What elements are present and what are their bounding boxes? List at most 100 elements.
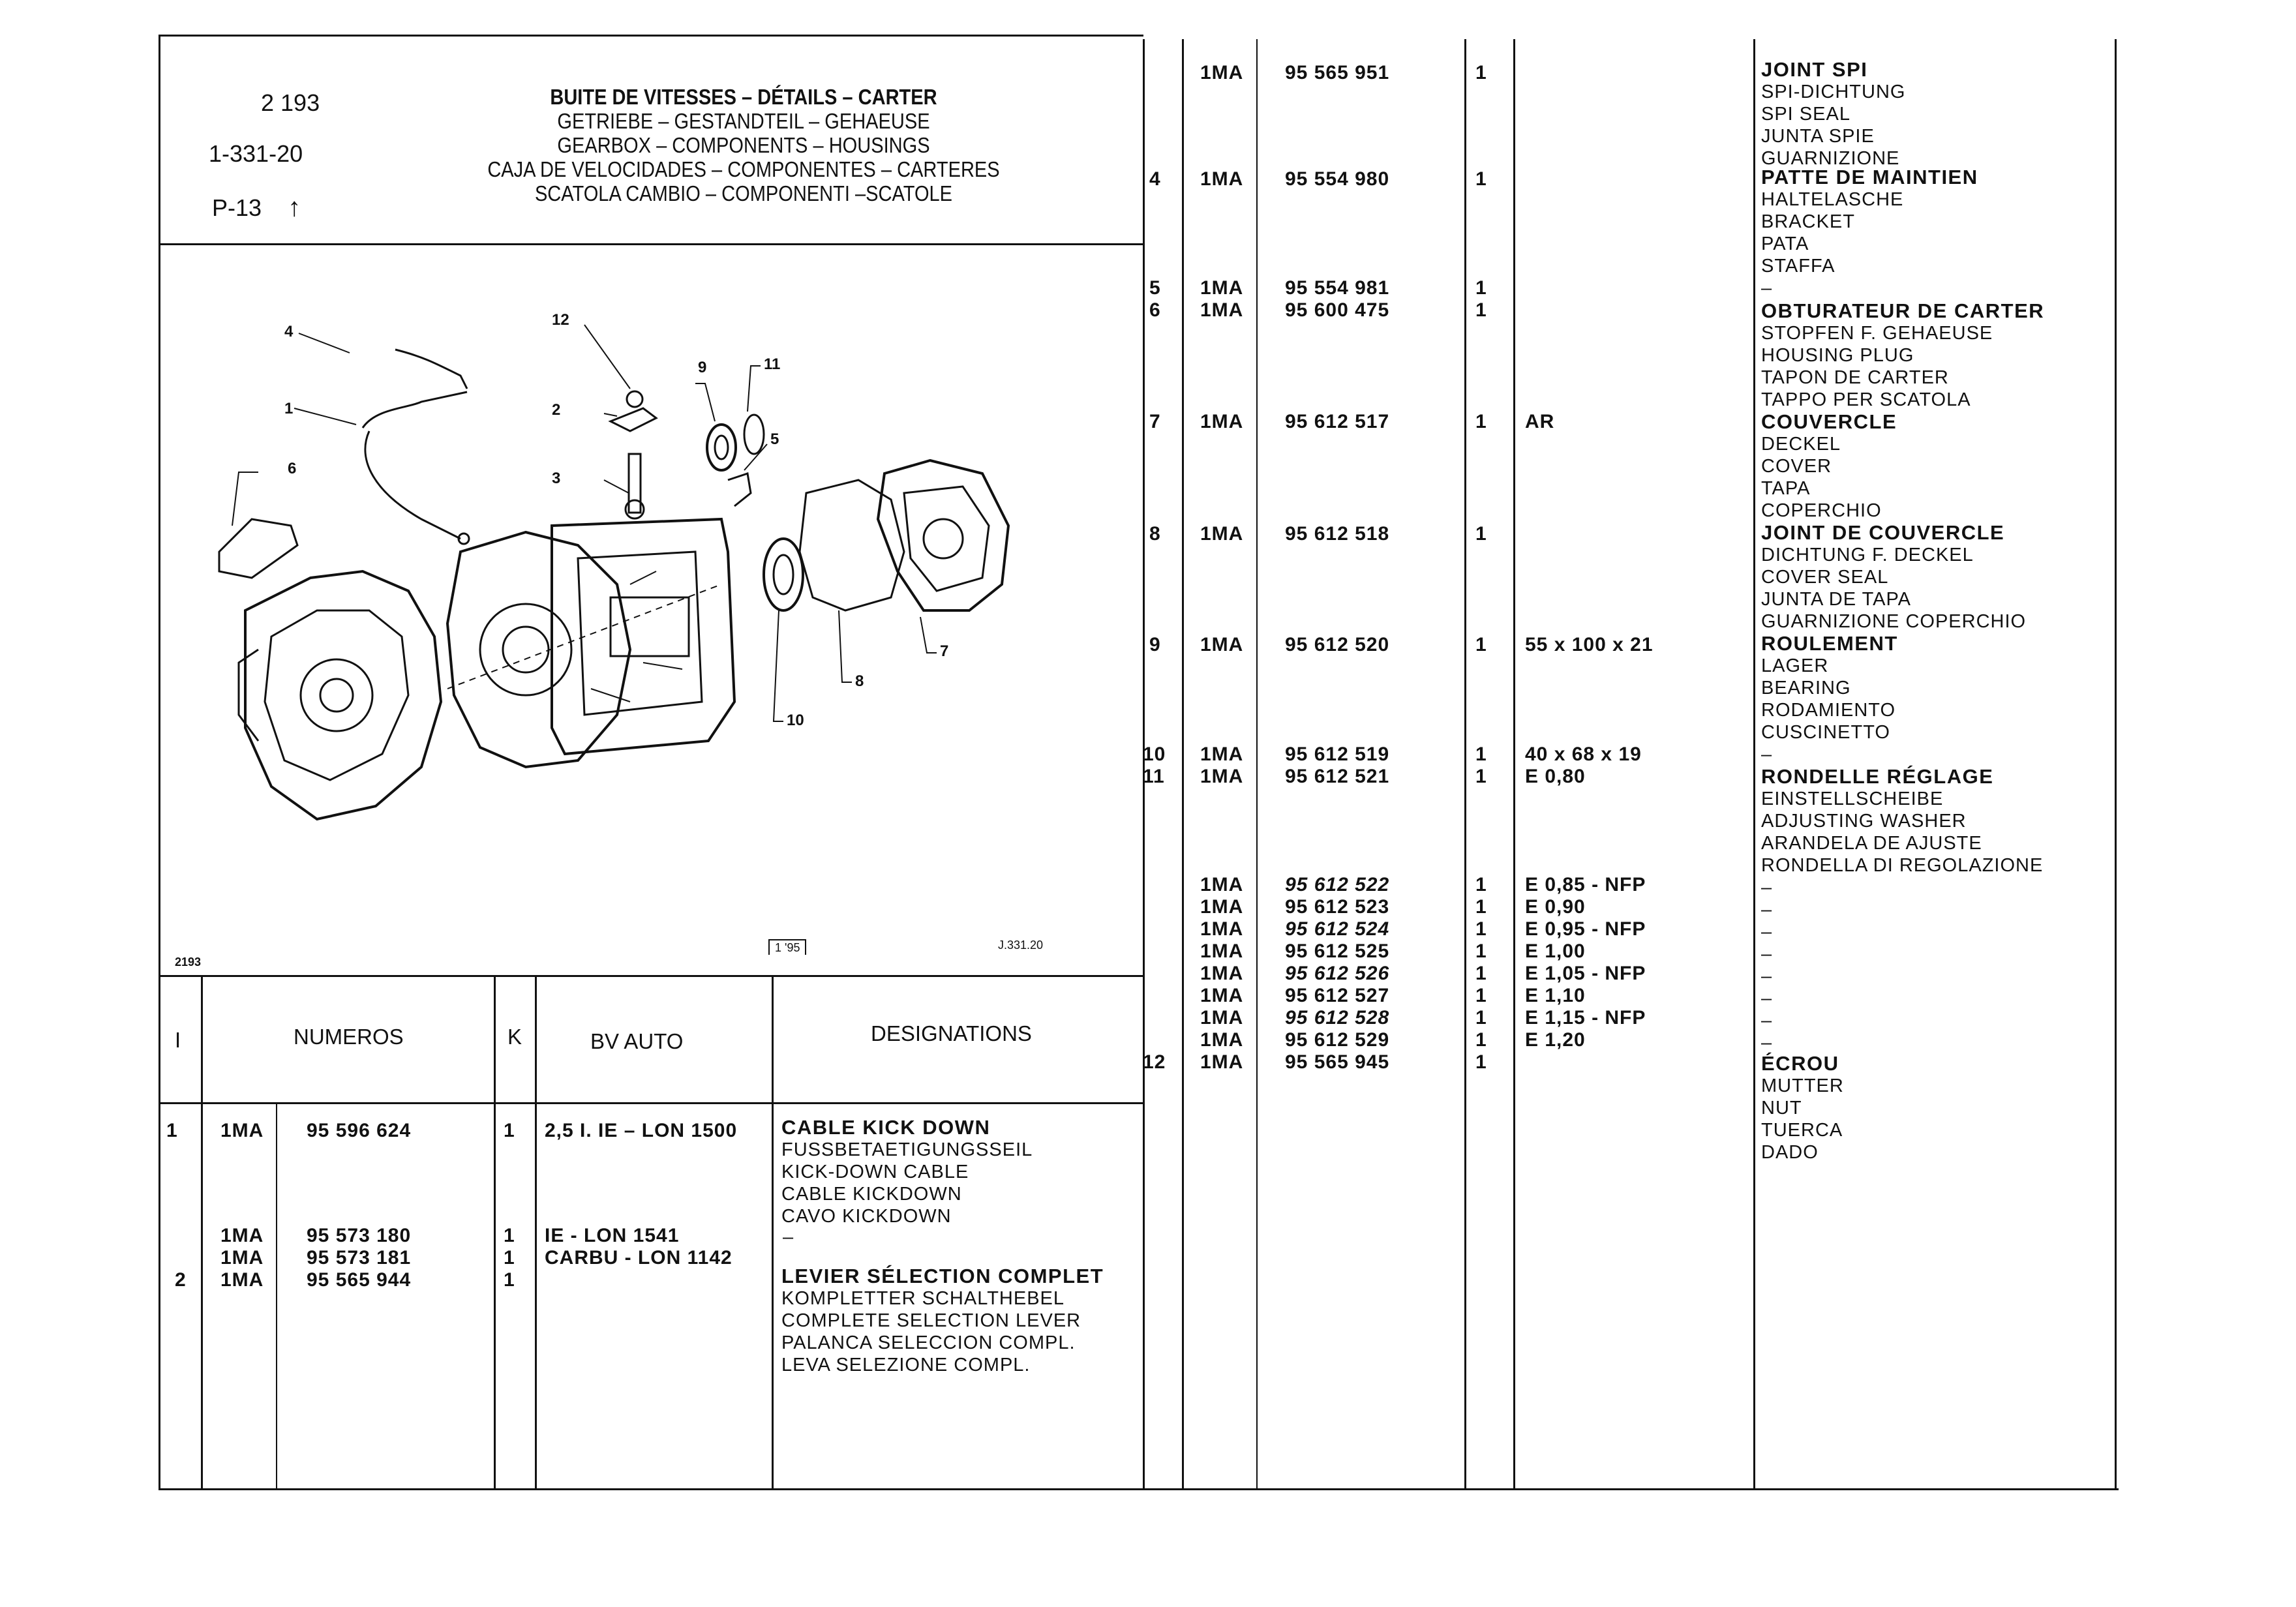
- col-header-bv-auto: BV AUTO: [590, 1029, 684, 1053]
- callout-9: 9: [698, 359, 706, 376]
- callout-12: 12: [552, 311, 569, 329]
- row-qty: 1: [1475, 896, 1487, 918]
- frame-top: [159, 35, 1143, 37]
- left-col-3: [494, 975, 496, 1490]
- row-spec: E 1,10: [1525, 985, 1586, 1006]
- designation-cable-kick-down: CABLE KICK DOWN FUSSBETAETIGUNGSSEIL KIC…: [781, 1116, 1033, 1227]
- callout-10: 10: [787, 712, 804, 729]
- row-prefix: 1MA: [1200, 523, 1244, 545]
- row-prefix: 1MA: [1200, 634, 1244, 655]
- row-qty: 1: [504, 1247, 515, 1269]
- page-number: 2 193: [261, 89, 320, 116]
- designation-patte-maintien: PATTE DE MAINTIEN HALTELASCHE BRACKET PA…: [1761, 166, 1978, 299]
- row-spec: E 0,85 - NFP: [1525, 874, 1646, 895]
- designation-selection-lever: LEVIER SÉLECTION COMPLET KOMPLETTER SCHA…: [781, 1265, 1104, 1376]
- row-spec: 40 x 68 x 19: [1525, 743, 1642, 765]
- header-divider: [159, 243, 1143, 245]
- designation-washer-dashes: – – – – – – – –: [1761, 877, 1773, 1053]
- row-prefix: 1MA: [1200, 743, 1244, 765]
- col-header-item: I: [175, 1028, 181, 1052]
- right-edge: [2115, 39, 2117, 1490]
- row-number: 95 612 526: [1285, 963, 1390, 984]
- figure-ref-code: J.331.20: [998, 939, 1044, 952]
- row-qty: 1: [1475, 874, 1487, 895]
- row-prefix: 1MA: [1200, 918, 1244, 940]
- group-code: 1-331-20: [209, 140, 303, 167]
- title-en: GEARBOX – COMPONENTS – HOUSINGS: [557, 133, 930, 157]
- row-prefix: 1MA: [1200, 411, 1244, 432]
- row-number: 95 612 520: [1285, 634, 1390, 655]
- row-number: 95 612 521: [1285, 766, 1390, 787]
- row-qty: 1: [504, 1120, 515, 1141]
- title-es: CAJA DE VELOCIDADES – COMPONENTES – CART…: [487, 157, 1000, 181]
- row-item: 1: [166, 1120, 178, 1141]
- row-spec: AR: [1525, 411, 1555, 432]
- callout-2: 2: [552, 401, 560, 419]
- callout-1: 1: [284, 400, 293, 417]
- row-number: 95 612 518: [1285, 523, 1390, 545]
- row-spec: E 0,80: [1525, 766, 1586, 787]
- row-item: 12: [1143, 1051, 1166, 1073]
- row-item: 9: [1149, 634, 1161, 655]
- row-qty: 1: [504, 1269, 515, 1291]
- section-titles: BUITE DE VITESSES – DÉTAILS – CARTER GET…: [411, 85, 1077, 205]
- row-spec: CARBU - LON 1142: [545, 1247, 733, 1269]
- gearbox-exploded-drawing: 4 1 12 2 3 9 11 5 6 7 8 10: [218, 311, 1010, 821]
- row-prefix: 1MA: [1200, 766, 1244, 787]
- row-item: 2: [175, 1269, 187, 1291]
- row-number: 95 565 944: [307, 1269, 412, 1291]
- title-it: SCATOLA CAMBIO – COMPONENTI –SCATOLE: [534, 181, 953, 205]
- row-prefix: 1MA: [220, 1120, 264, 1141]
- row-number: 95 573 181: [307, 1247, 412, 1269]
- row-qty: 1: [1475, 523, 1487, 545]
- row-prefix: 1MA: [1200, 985, 1244, 1006]
- row-number: 95 596 624: [307, 1120, 412, 1141]
- right-col-1: [1182, 39, 1184, 1490]
- row-qty: 1: [1475, 985, 1487, 1006]
- row-prefix: 1MA: [1200, 963, 1244, 984]
- row-number: 95 565 951: [1285, 62, 1390, 83]
- row-qty: 1: [1475, 1051, 1487, 1073]
- col-header-k: K: [507, 1025, 522, 1049]
- callout-8: 8: [855, 672, 864, 690]
- plate-label: P-13: [212, 194, 262, 221]
- row-item: 10: [1143, 743, 1166, 765]
- row-item: 11: [1143, 766, 1165, 787]
- row-qty: 1: [504, 1225, 515, 1246]
- row-spec: 55 x 100 x 21: [1525, 634, 1654, 655]
- row-qty: 1: [1475, 940, 1487, 962]
- row-prefix: 1MA: [1200, 62, 1244, 83]
- row-prefix: 1MA: [1200, 1029, 1244, 1051]
- left-col-2: [276, 1102, 277, 1490]
- row-spec: E 1,00: [1525, 940, 1586, 962]
- row-prefix: 1MA: [1200, 874, 1244, 895]
- col-header-numeros: NUMEROS: [294, 1025, 404, 1049]
- row-number: 95 612 529: [1285, 1029, 1390, 1051]
- row-prefix: 1MA: [1200, 1007, 1244, 1029]
- row-prefix: 1MA: [1200, 299, 1244, 321]
- title-de: GETRIEBE – GESTANDTEIL – GEHAEUSE: [557, 109, 930, 133]
- row-prefix: 1MA: [1200, 1051, 1244, 1073]
- designation-joint-spi: JOINT SPI SPI-DICHTUNG SPI SEAL JUNTA SP…: [1761, 58, 1906, 170]
- row-qty: 1: [1475, 918, 1487, 940]
- designation-ecrou: ÉCROU MUTTER NUT TUERCA DADO: [1761, 1052, 1844, 1164]
- designation-rondelle-reglage: RONDELLE RÉGLAGE EINSTELLSCHEIBE ADJUSTI…: [1761, 765, 2044, 877]
- row-number: 95 600 475: [1285, 299, 1390, 321]
- table-head-divider: [159, 1102, 1143, 1104]
- row-spec: E 0,90: [1525, 896, 1586, 918]
- right-col-2: [1256, 39, 1258, 1490]
- row-qty: 1: [1475, 411, 1487, 432]
- row-qty: 1: [1475, 299, 1487, 321]
- designation-obturateur: OBTURATEUR DE CARTER STOPFEN F. GEHAEUSE…: [1761, 299, 2045, 411]
- row-number: 95 612 523: [1285, 896, 1390, 918]
- row-spec: E 0,95 - NFP: [1525, 918, 1646, 940]
- right-col-5: [1753, 39, 1755, 1490]
- title-fr: BUITE DE VITESSES – DÉTAILS – CARTER: [550, 85, 937, 109]
- row-qty: 1: [1475, 963, 1487, 984]
- row-prefix: 1MA: [1200, 940, 1244, 962]
- row-item: 7: [1149, 411, 1161, 432]
- row-number: 95 554 981: [1285, 277, 1390, 299]
- row-prefix: 1MA: [220, 1269, 264, 1291]
- row-prefix: 1MA: [220, 1225, 264, 1246]
- callout-3: 3: [552, 470, 560, 487]
